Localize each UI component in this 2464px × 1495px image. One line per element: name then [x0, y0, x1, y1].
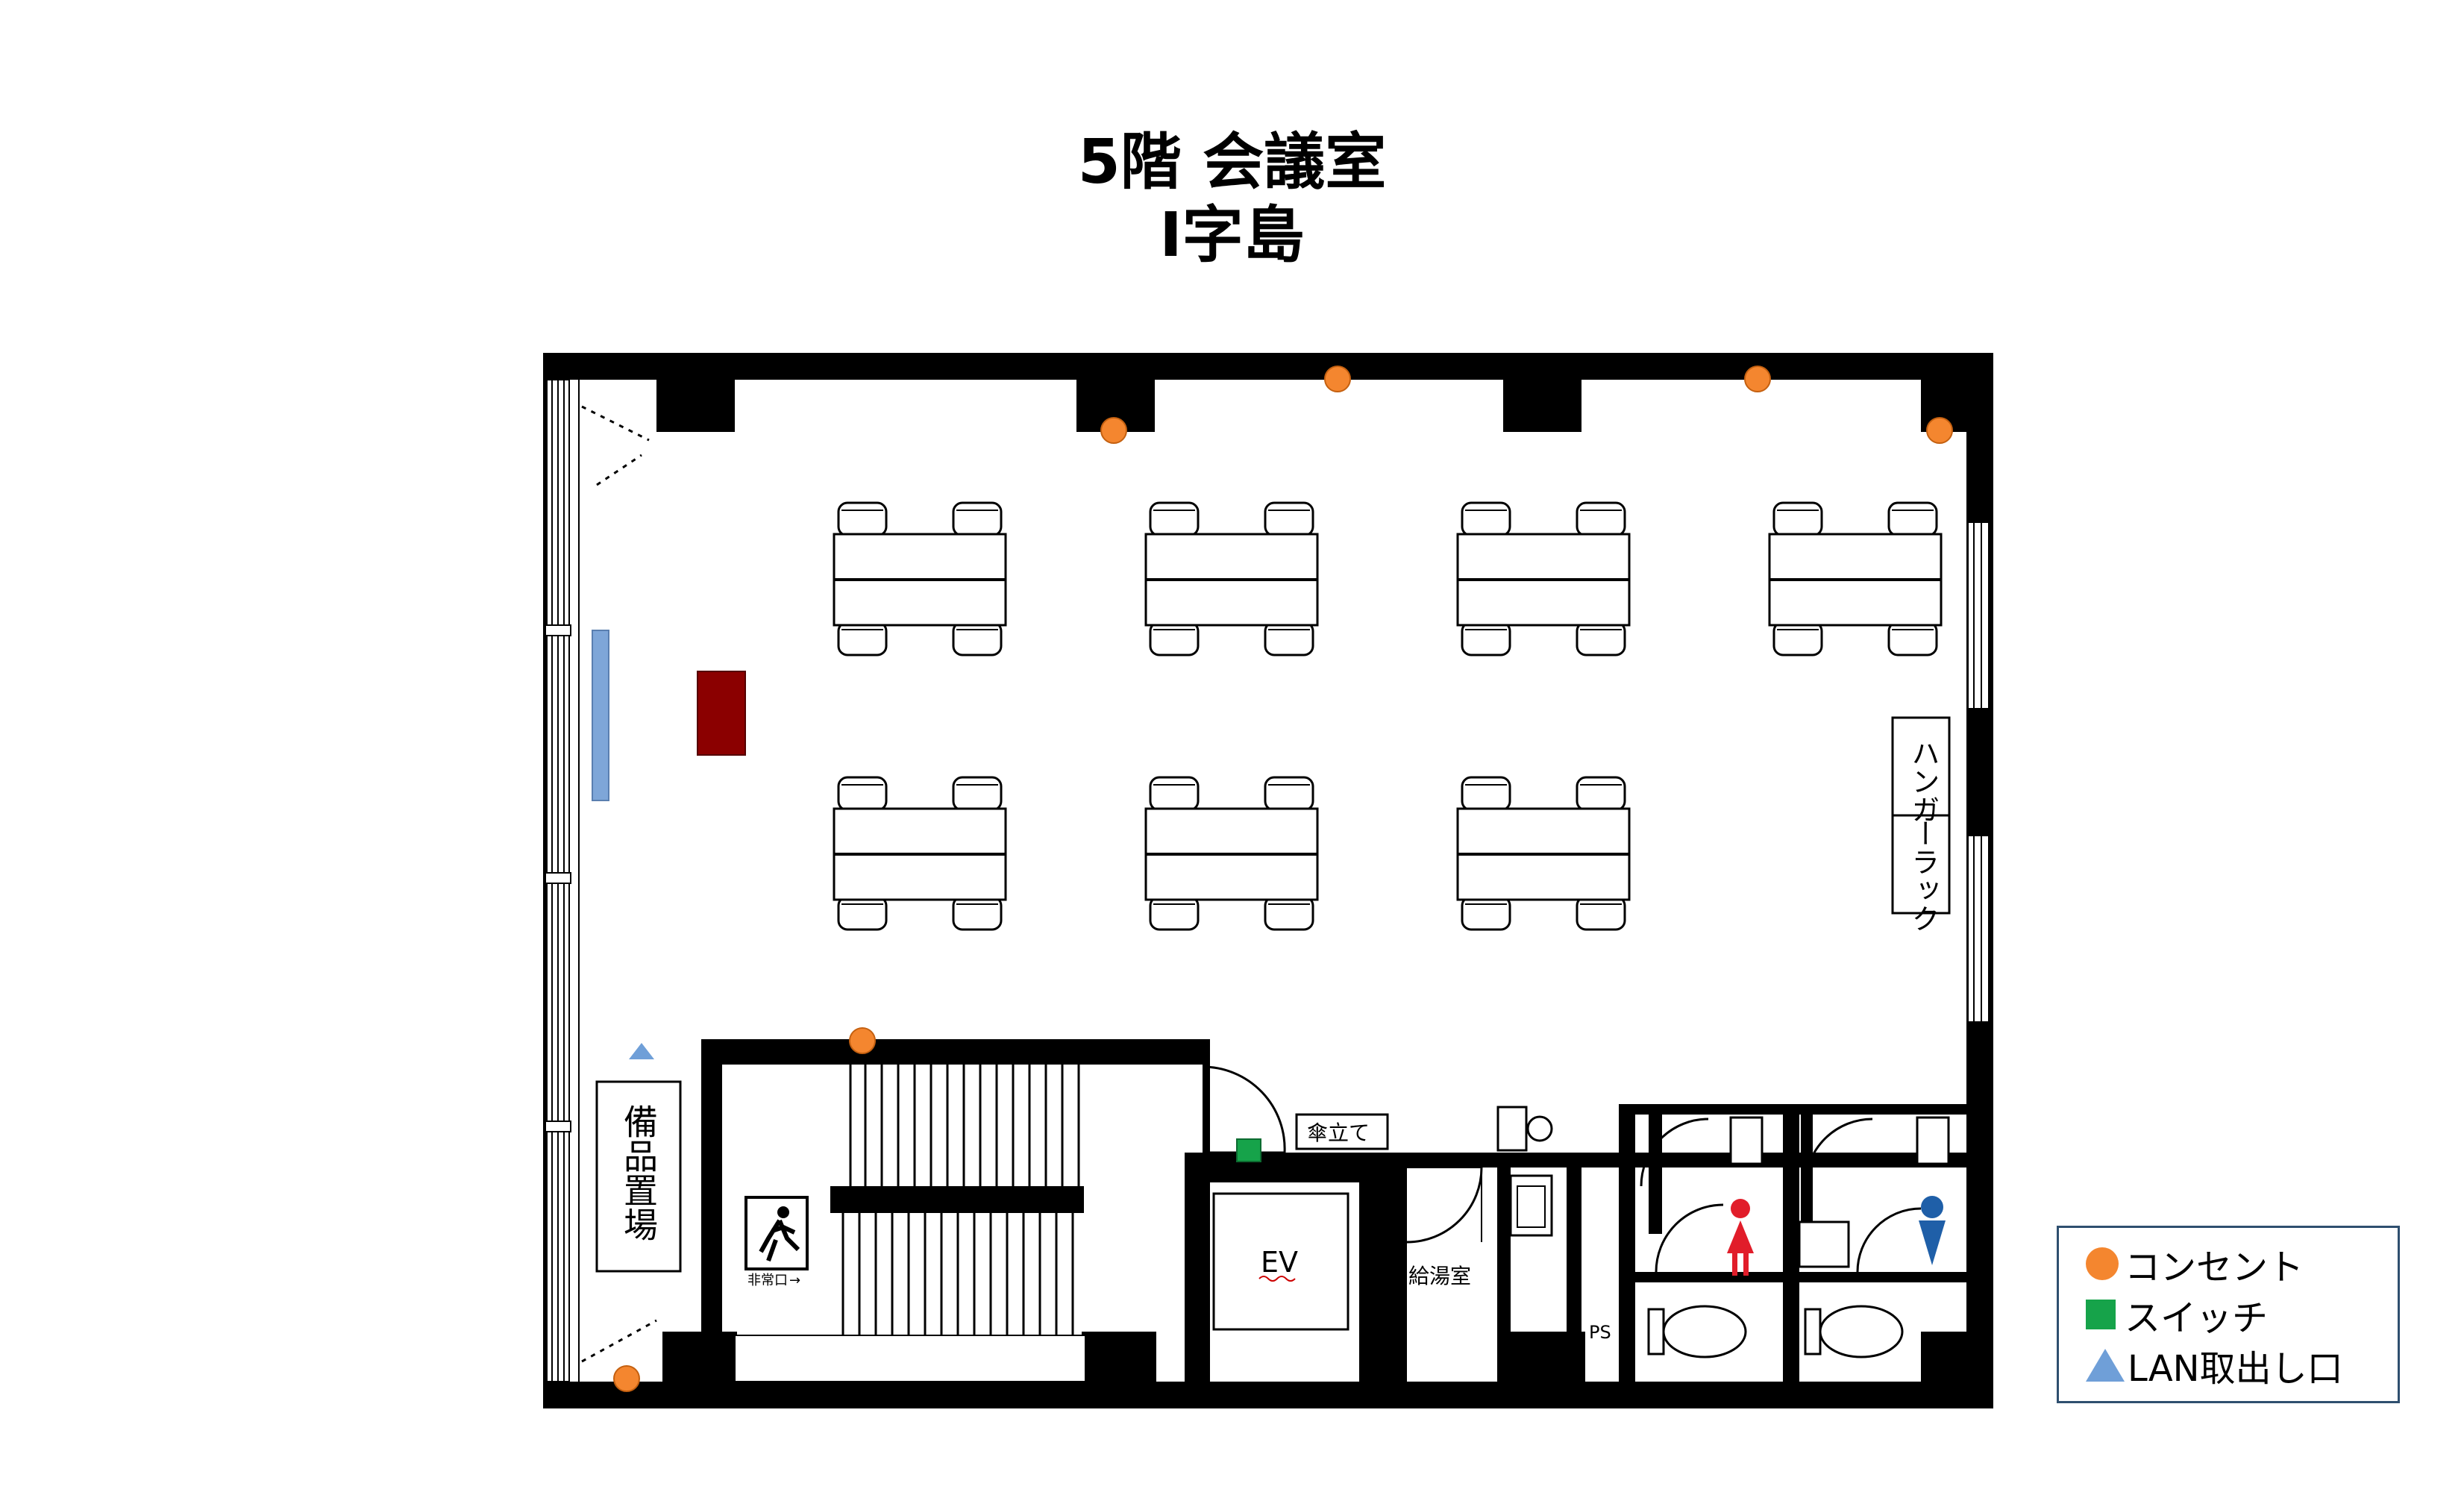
desk-island [834, 503, 1006, 655]
toilet-icon [1804, 1305, 1904, 1358]
switch-legend-icon [2086, 1300, 2116, 1329]
right-windows [1967, 521, 1990, 1023]
legend-item-lan: LAN取出し口 [2086, 1343, 2343, 1390]
toilet-icon [1647, 1305, 1747, 1358]
hanger-rack-label-2: ーラック [1907, 819, 1940, 933]
desk-island [1146, 503, 1317, 655]
pipe-space: PS [1567, 1168, 1611, 1384]
kitchenette-label: 給湯室 [1408, 1264, 1471, 1288]
outlet-markers [613, 366, 1953, 1392]
outlet-marker [849, 1027, 876, 1054]
umbrella-stand-label: 傘立て [1307, 1121, 1370, 1145]
desk-island [1146, 777, 1317, 930]
lan-legend-icon [2086, 1349, 2125, 1382]
page-title: 5階 会議室 [1077, 127, 1387, 198]
kitchenette: 給湯室 [1406, 1106, 1585, 1384]
outlet-marker [613, 1365, 640, 1392]
outlet-marker [1324, 366, 1351, 392]
legend-item-outlet: コンセント [2086, 1241, 2304, 1288]
whiteboard [592, 630, 609, 801]
legend-label: LAN取出し口 [2128, 1348, 2343, 1390]
desk-island [1458, 777, 1629, 930]
page-subtitle: I字島 [1159, 200, 1305, 271]
lan-marker [629, 1043, 654, 1059]
desk-island [1458, 503, 1629, 655]
emergency-exit-icon [744, 1196, 809, 1270]
legend-item-switch: スイッチ [2086, 1292, 2268, 1339]
hanger-rack-label-1: ハンガ [1907, 739, 1940, 824]
left-window [545, 379, 657, 1382]
legend-label: スイッチ [2125, 1297, 2269, 1339]
desk-islands [834, 503, 1941, 930]
podium [697, 671, 746, 756]
umbrella-stand: 傘立て [1295, 1113, 1389, 1150]
outlet-marker [1926, 417, 1953, 444]
elevator-block: EV [1185, 1153, 1968, 1384]
urinal-icon [1798, 1220, 1850, 1268]
outlet-marker [1744, 366, 1771, 392]
elevator-label: EV [1261, 1246, 1298, 1279]
female-restroom-icon [1727, 1199, 1754, 1276]
desk-island [1769, 503, 1941, 655]
storage-label: 備品置場 [618, 1104, 659, 1241]
exit-arrow-icon: → [789, 1273, 800, 1288]
pipe-space-label: PS [1589, 1322, 1611, 1343]
switch-marker [1236, 1138, 1261, 1162]
storage-area: 備品置場 [595, 1080, 682, 1273]
hanger-rack: ハンガ ーラック [1891, 716, 1951, 933]
legend: コンセント スイッチ LAN取出し口 [2057, 1226, 2400, 1403]
restrooms [1619, 1104, 1969, 1384]
desk-island [834, 777, 1006, 930]
outlet-marker [1100, 417, 1127, 444]
legend-label: コンセント [2125, 1247, 2304, 1288]
outlet-legend-icon [2086, 1247, 2119, 1280]
sink-icon [1916, 1116, 1950, 1165]
emergency-exit-label: 非常口 [747, 1273, 788, 1288]
stairwell: 非常口 → [701, 1039, 1203, 1382]
male-restroom-icon [1919, 1196, 1946, 1265]
sink-icon [1729, 1116, 1764, 1165]
